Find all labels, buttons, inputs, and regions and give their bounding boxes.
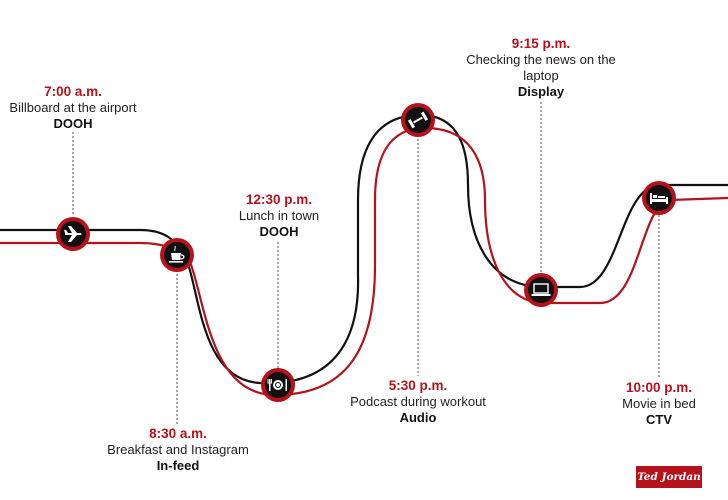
event-label-news: 9:15 p.m. Checking the news on the lapto… [466, 36, 616, 100]
coffee-cup-icon [169, 245, 185, 263]
marker-news [524, 273, 558, 307]
bed-icon [650, 193, 668, 204]
marker-lunch [261, 368, 295, 402]
event-channel: Audio [399, 410, 437, 425]
event-description: Podcast during workout [350, 394, 486, 409]
event-description: Checking the news on the laptop [466, 52, 616, 83]
marker-breakfast [160, 238, 194, 272]
event-label-lunch: 12:30 p.m. Lunch in town DOOH [223, 192, 335, 240]
event-description: Breakfast and Instagram [107, 442, 249, 457]
marker-airport [56, 217, 90, 251]
event-time: 8:30 a.m. [149, 426, 207, 441]
event-channel: Display [517, 84, 565, 99]
event-time: 7:00 a.m. [44, 84, 102, 99]
marker-workout [401, 103, 435, 137]
event-description: Lunch in town [238, 208, 320, 223]
marker-movie [642, 181, 676, 215]
event-label-movie: 10:00 p.m. Movie in bed CTV [604, 380, 714, 428]
event-time: 9:15 p.m. [511, 36, 571, 51]
laptop-icon [531, 283, 551, 296]
journey-path-black [0, 113, 728, 385]
airplane-icon [64, 226, 82, 242]
event-channel: In-feed [156, 458, 200, 473]
event-label-workout: 5:30 p.m. Podcast during workout Audio [336, 378, 500, 426]
plate-cutlery-icon [267, 379, 287, 391]
brand-logo: Ted Jordan [636, 466, 702, 488]
event-description: Billboard at the airport [9, 100, 137, 115]
event-channel: CTV [646, 412, 672, 427]
event-time: 12:30 p.m. [245, 192, 313, 207]
event-channel: DOOH [259, 224, 299, 239]
event-time: 10:00 p.m. [625, 380, 693, 395]
event-label-airport: 7:00 a.m. Billboard at the airport DOOH [0, 84, 146, 132]
event-time: 5:30 p.m. [388, 378, 448, 393]
event-description: Movie in bed [622, 396, 696, 411]
event-label-breakfast: 8:30 a.m. Breakfast and Instagram In-fee… [92, 426, 264, 474]
dumbbell-icon [407, 111, 429, 129]
journey-path-red [0, 126, 728, 397]
event-channel: DOOH [53, 116, 93, 131]
